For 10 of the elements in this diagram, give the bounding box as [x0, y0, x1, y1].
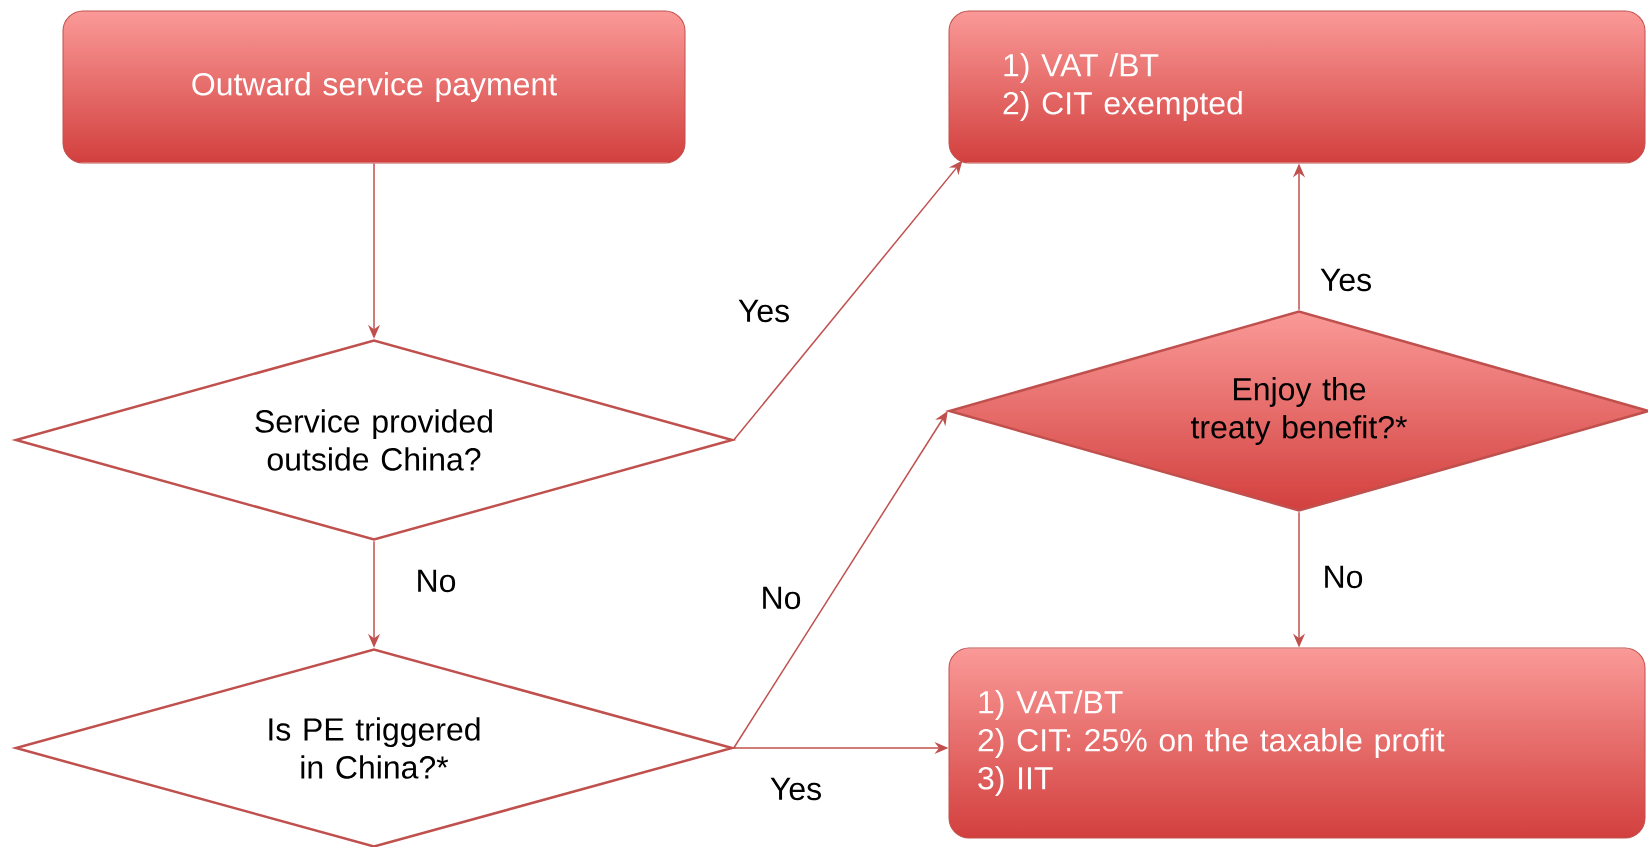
process-box: 1) VAT/BT 2) CIT: 25% on the taxable profit 3) IIT	[948, 647, 1646, 839]
arrow	[733, 411, 948, 749]
edge-label: No	[413, 567, 459, 595]
process-box: 1) VAT /BT 2) CIT exempted	[948, 10, 1646, 164]
edge-label: Yes	[1317, 266, 1375, 294]
edge-label: No	[1320, 563, 1366, 591]
process-box: Outward service payment	[62, 10, 686, 164]
edge-label: No	[758, 584, 804, 612]
edge-label: Yes	[735, 297, 793, 325]
edge-label: Yes	[767, 775, 825, 803]
